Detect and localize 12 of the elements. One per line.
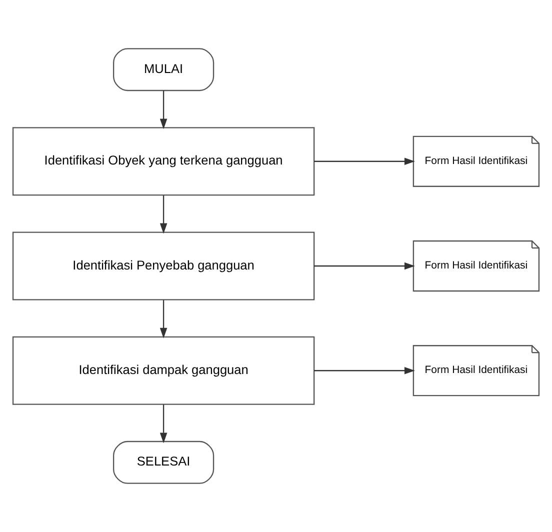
arrow bbox=[160, 404, 168, 444]
arrow bbox=[160, 195, 168, 234]
node-box: Identifikasi Obyek yang terkena gangguan bbox=[12, 127, 315, 196]
arrow bbox=[160, 90, 168, 130]
arrow bbox=[314, 366, 415, 374]
node-box: Identifikasi Penyebab gangguan bbox=[12, 232, 315, 300]
node-box: MULAI bbox=[113, 48, 214, 92]
arrow bbox=[314, 158, 415, 166]
arrow bbox=[160, 300, 168, 338]
node-box: Identifikasi dampak gangguan bbox=[12, 336, 315, 405]
arrow bbox=[314, 262, 415, 270]
node-box: SELESAI bbox=[113, 440, 214, 484]
